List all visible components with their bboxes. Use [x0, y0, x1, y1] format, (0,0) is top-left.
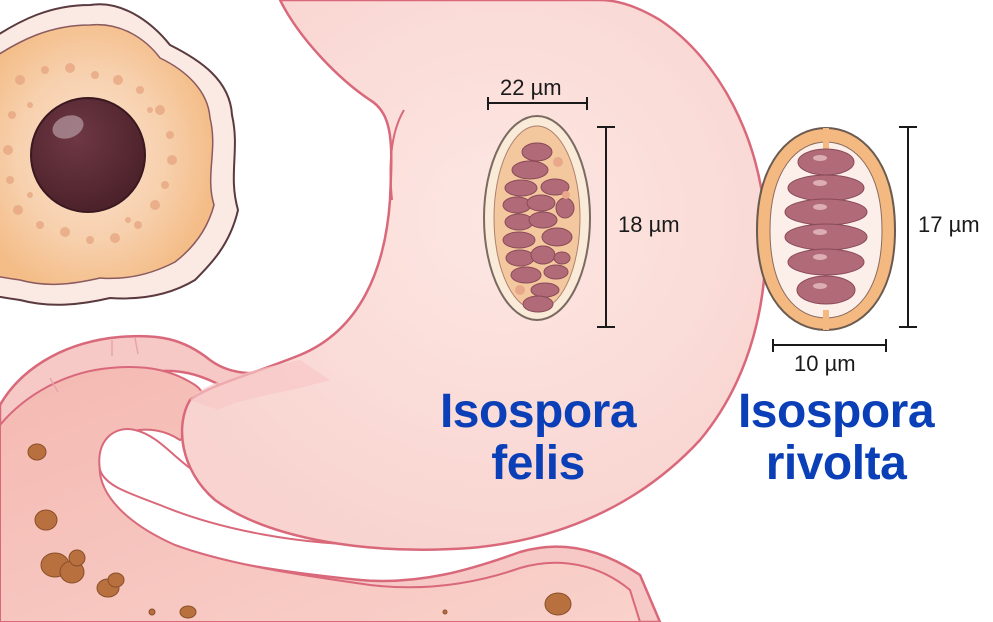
rivolta-species: rivolta — [765, 437, 907, 490]
rivolta-genus: Isospora — [737, 385, 935, 438]
felis-height-label: 18 µm — [618, 212, 680, 237]
rivolta-width-label: 10 µm — [794, 351, 856, 376]
oocyst-felis — [483, 115, 591, 321]
nucleus — [30, 97, 146, 213]
host-cell — [0, 3, 240, 306]
scale-bars — [487, 97, 917, 352]
felis-genus: Isospora — [439, 385, 637, 438]
rivolta-height-label: 17 µm — [918, 212, 980, 237]
oocyst-rivolta — [755, 126, 897, 332]
felis-species: felis — [491, 437, 585, 490]
felis-width-label: 22 µm — [500, 75, 562, 100]
species-label-rivolta: Isospora rivolta — [716, 386, 956, 490]
stomach — [180, 0, 767, 551]
species-label-felis: Isospora felis — [418, 386, 658, 490]
intestinal-debris — [27, 443, 572, 619]
